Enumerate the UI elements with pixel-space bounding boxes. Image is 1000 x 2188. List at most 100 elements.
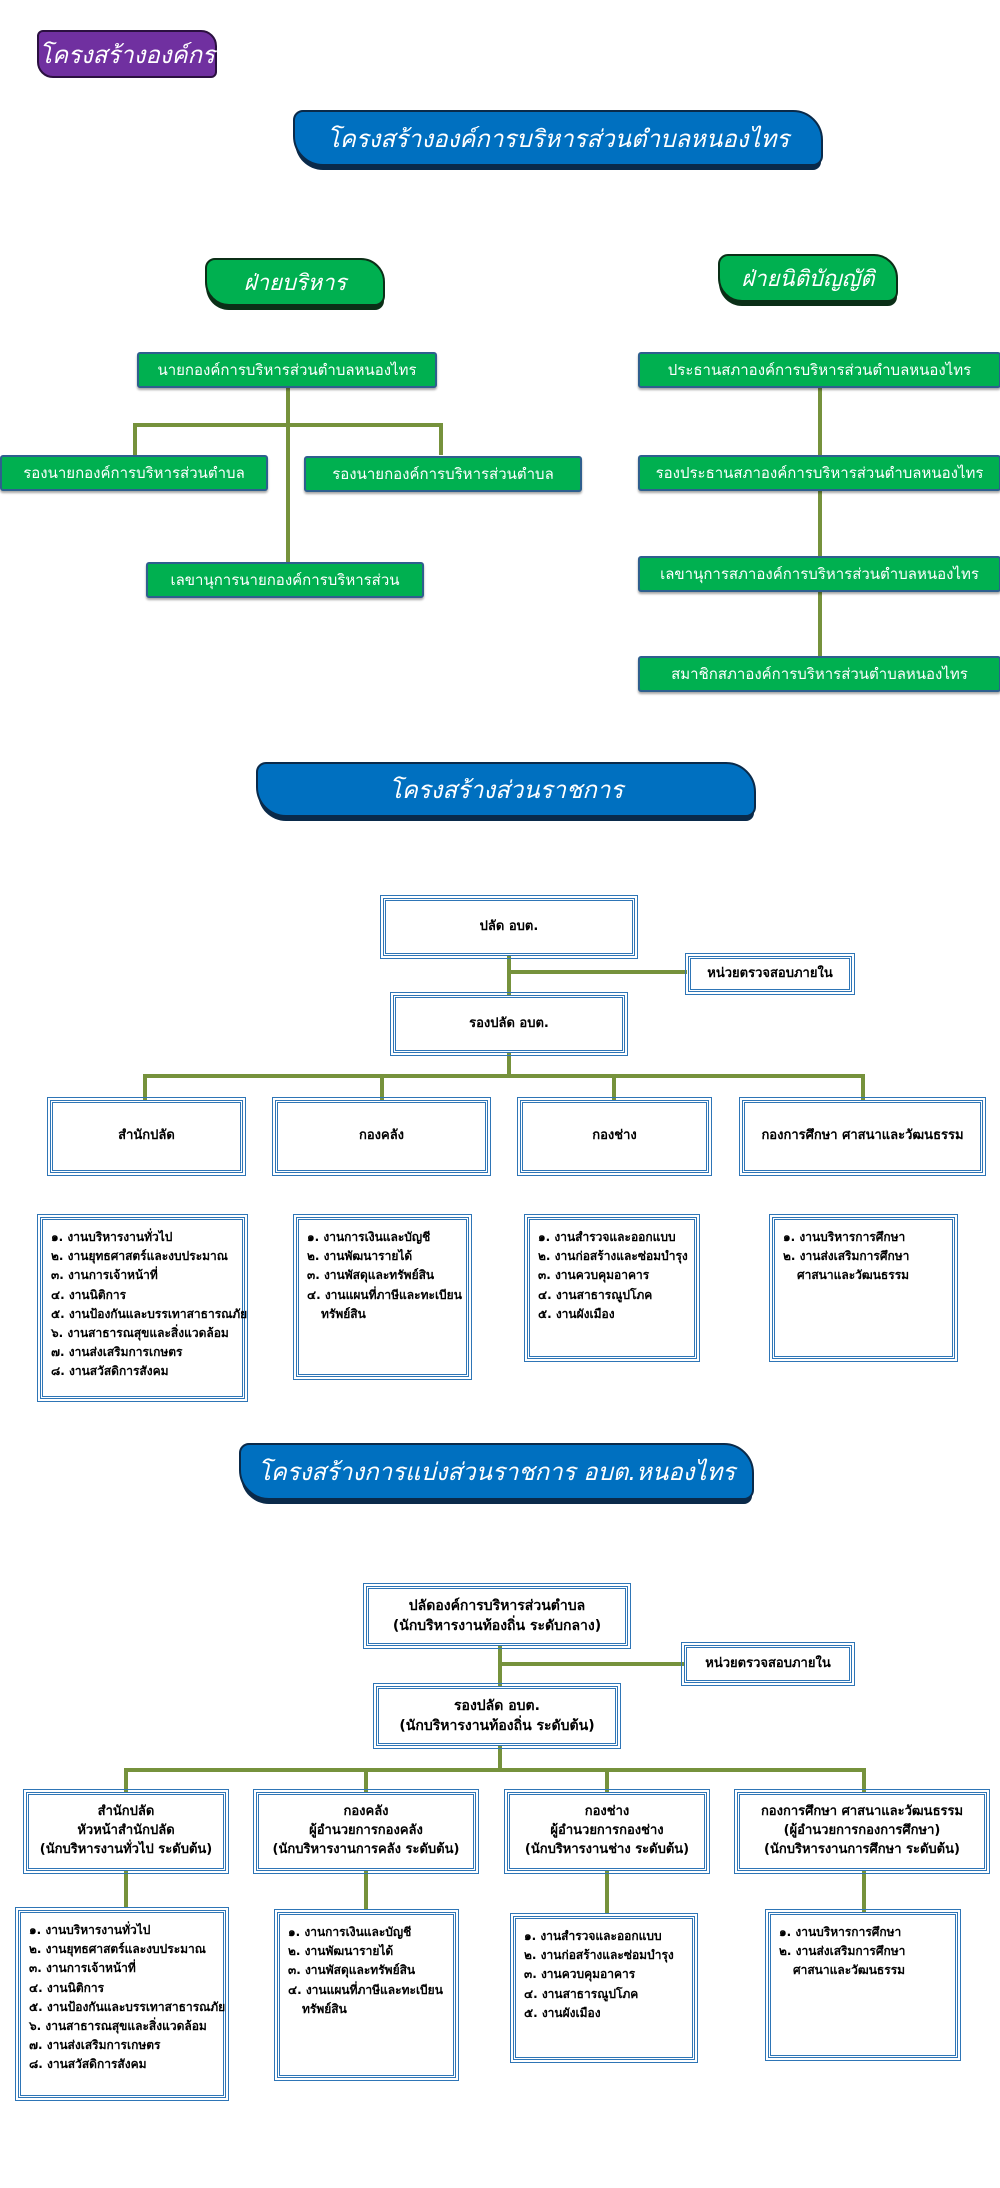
connector (862, 1870, 866, 1912)
list-item: ๔. งานสาธารณูปโภค (524, 1986, 639, 2001)
page-title: โครงสร้างองค์กร (39, 40, 215, 69)
dept-head: ผู้อำนวยการกองคลัง (309, 1823, 423, 1839)
div-palat-level: (นักบริหารงานท้องถิ่น ระดับกลาง) (392, 1618, 602, 1634)
div-deputy-title: รองปลัด อบต. (454, 1697, 540, 1714)
internal-audit-box: หน่วยตรวจสอบภายใน (685, 953, 855, 995)
mayor-secretary-label: เลขานุการนายกองค์การบริหารส่วน (170, 571, 400, 589)
list-item: ๔. งานนิติการ (51, 1287, 127, 1302)
deputy-palat-box: รองปลัด อบต. (390, 992, 628, 1056)
list-item: ๒. งานก่อสร้างและซ่อมบำรุง (538, 1249, 688, 1264)
div-task-list-education: ๑. งานบริหารการศึกษา ๒. งานส่งเสริมการศึ… (765, 1909, 961, 2061)
list-item: ๓. งานการเจ้าหน้าที่ (51, 1268, 158, 1283)
div-dept-box-engineering: กองช่าง ผู้อำนวยการกองช่าง (นักบริหารงาน… (504, 1789, 710, 1874)
dept-level: (นักบริหารงานช่าง ระดับต้น) (524, 1841, 690, 1857)
list-item: ๔. งานแผนที่ภาษีและทะเบียน (288, 1982, 443, 1997)
list-item: ๓. งานการเจ้าหน้าที่ (29, 1961, 136, 1976)
dept-level: (นักบริหารงานทั่วไป ระดับต้น) (39, 1841, 213, 1857)
task-list-palat-office: ๑. งานบริหารงานทั่วไป ๒. งานยุทธศาสตร์แล… (37, 1214, 248, 1402)
list-item: ๒. งานพัฒนารายได้ (288, 1944, 394, 1959)
gov-structure-banner: โครงสร้างส่วนราชการ (256, 762, 756, 817)
list-item: ๑. งานบริหารการศึกษา (779, 1925, 902, 1939)
div-palat-title: ปลัดองค์การบริหารส่วนตำบล (408, 1597, 586, 1614)
list-item: ๕. งานผังเมือง (538, 1306, 615, 1321)
connector (143, 1074, 147, 1100)
council-secretary-label: เลขานุการสภาองค์การบริหารส่วนตำบลหนองไทร (660, 565, 979, 583)
connector (143, 1074, 865, 1078)
exec-branch-label: ฝ่ายบริหาร (243, 270, 347, 296)
list-item: ศาสนาและวัฒนธรรม (797, 1268, 910, 1283)
list-item: ศาสนาและวัฒนธรรม (793, 1963, 906, 1978)
dept-name: กองการศึกษา ศาสนาและวัฒนธรรม (760, 1804, 964, 1820)
list-item: ๖. งานสาธารณสุขและสิ่งแวดล้อม (29, 2018, 207, 2033)
internal-audit-label: หน่วยตรวจสอบภายใน (705, 1655, 831, 1671)
council-chair-box: ประธานสภาองค์การบริหารส่วนตำบลหนองไทร (638, 352, 1000, 388)
connector (364, 1870, 368, 1910)
connector (605, 1870, 609, 1914)
connector (818, 386, 822, 656)
connector (612, 1074, 616, 1100)
div-dept-box-finance: กองคลัง ผู้อำนวยการกองคลัง (นักบริหารงาน… (253, 1789, 479, 1874)
page-title-banner: โครงสร้างองค์กร (37, 30, 217, 78)
list-item: ๒. งานยุทธศาสตร์และงบประมาณ (29, 1942, 206, 1957)
connector (507, 1052, 511, 1076)
dept-box-education: กองการศึกษา ศาสนาและวัฒนธรรม (739, 1097, 986, 1176)
div-task-list-palat-office: ๑. งานบริหารงานทั่วไป ๒. งานยุทธศาสตร์แล… (15, 1907, 229, 2101)
list-item: ๒. งานพัฒนารายได้ (307, 1249, 413, 1264)
div-deputy-palat-box: รองปลัด อบต. (นักบริหารงานท้องถิ่น ระดับ… (373, 1683, 621, 1749)
list-item: ทรัพย์สิน (302, 2001, 347, 2016)
dept-level: (นักบริหารงานการศึกษา ระดับต้น) (764, 1841, 960, 1857)
connector (124, 1870, 128, 1908)
div-dept-box-palat-office: สำนักปลัด หัวหน้าสำนักปลัด (นักบริหารงาน… (23, 1789, 229, 1874)
palat-box: ปลัด อบต. (380, 895, 638, 959)
list-item: ๑. งานการเงินและบัญชี (307, 1230, 431, 1244)
connector (500, 1662, 684, 1666)
dept-box-finance: กองคลัง (272, 1097, 491, 1176)
list-item: ๑. งานบริหารการศึกษา (783, 1230, 906, 1244)
deputy-mayor-label: รองนายกองค์การบริหารส่วนตำบล (23, 464, 245, 482)
connector (509, 970, 687, 974)
div-internal-audit-box: หน่วยตรวจสอบภายใน (681, 1642, 855, 1686)
dept-name: กองช่าง (584, 1804, 630, 1820)
list-item: ๗. งานส่งเสริมการเกษตร (51, 1345, 183, 1360)
connector (133, 423, 137, 455)
list-item: ๑. งานสำรวจและออกแบบ (538, 1230, 676, 1244)
div-deputy-level: (นักบริหารงานท้องถิ่น ระดับต้น) (399, 1718, 595, 1734)
connector (862, 1768, 866, 1792)
deputy-mayor-right-box: รองนายกองค์การบริหารส่วนตำบล (304, 456, 582, 492)
dept-name: กองคลัง (358, 1128, 405, 1144)
deputy-palat-label: รองปลัด อบต. (469, 1015, 549, 1031)
connector (124, 1768, 866, 1772)
task-list-education: ๑. งานบริหารการศึกษา ๒. งานส่งเสริมการศึ… (769, 1214, 958, 1362)
dept-head: หัวหน้าสำนักปลัด (77, 1823, 175, 1839)
legislative-branch-banner: ฝ่ายนิติบัญญัติ (718, 254, 898, 302)
list-item: ๔. งานสาธารณูปโภค (538, 1287, 653, 1302)
gov-structure-title: โครงสร้างส่วนราชการ (388, 776, 624, 804)
deputy-mayor-label: รองนายกองค์การบริหารส่วนตำบล (332, 465, 554, 483)
internal-audit-label: หน่วยตรวจสอบภายใน (707, 965, 833, 981)
council-vice-chair-box: รองประธานสภาองค์การบริหารส่วนตำบลหนองไทร (638, 455, 1000, 491)
dept-box-palat-office: สำนักปลัด (47, 1097, 246, 1176)
list-item: ๘. งานสวัสดิการสังคม (51, 1364, 169, 1379)
dept-name: สำนักปลัด (97, 1804, 155, 1820)
list-item: ทรัพย์สิน (321, 1306, 366, 1321)
connector (605, 1768, 609, 1792)
list-item: ๓. งานควบคุมอาคาร (538, 1268, 650, 1283)
dept-name: กองการศึกษา ศาสนาและวัฒนธรรม (761, 1128, 964, 1144)
list-item: ๕. งานป้องกันและบรรเทาสาธารณภัย (51, 1306, 248, 1321)
list-item: ๓. งานควบคุมอาคาร (524, 1967, 636, 1982)
list-item: ๗. งานส่งเสริมการเกษตร (29, 2038, 161, 2053)
list-item: ๘. งานสวัสดิการสังคม (29, 2057, 147, 2072)
dept-head: (ผู้อำนวยการกองการศึกษา) (783, 1823, 941, 1839)
connector (498, 1745, 502, 1769)
council-member-box: สมาชิกสภาองค์การบริหารส่วนตำบลหนองไทร (638, 656, 1000, 692)
exec-branch-banner: ฝ่ายบริหาร (205, 258, 385, 306)
dept-name: กองคลัง (343, 1804, 389, 1820)
connector (364, 1768, 368, 1792)
deputy-mayor-left-box: รองนายกองค์การบริหารส่วนตำบล (0, 455, 268, 491)
org-structure-title: โครงสร้างองค์การบริหารส่วนตำบลหนองไทร (326, 124, 790, 153)
connector (286, 388, 290, 563)
dept-box-engineering: กองช่าง (517, 1097, 712, 1176)
list-item: ๑. งานบริหารงานทั่วไป (51, 1230, 173, 1244)
list-item: ๓. งานพัสดุและทรัพย์สิน (307, 1268, 435, 1283)
council-chair-label: ประธานสภาองค์การบริหารส่วนตำบลหนองไทร (667, 361, 972, 379)
